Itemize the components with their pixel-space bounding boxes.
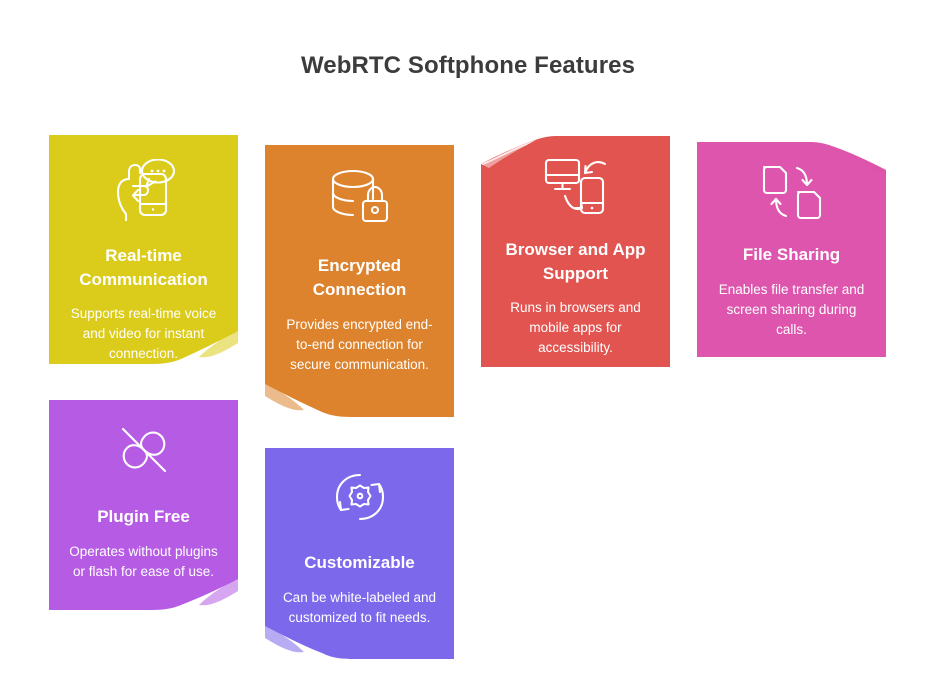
card-title: Plugin Free [97,507,190,526]
card-title: Customizable [304,553,415,572]
monitor-mobile-sync-icon [543,158,609,223]
card-title: Real-time Communication [79,246,208,290]
card-background-shape [265,145,454,417]
card-description: Runs in browsers and mobile apps for acc… [510,300,641,355]
page-title: WebRTC Softphone Features [300,52,636,79]
card-description: Enables file transfer and screen sharing… [718,282,865,337]
feature-card-customizable[interactable]: Customizable Can be white-labeled and cu… [265,448,454,659]
card-title: File Sharing [742,245,841,264]
card-title: Browser and App Support [505,240,646,284]
feature-card-encrypted-connection[interactable]: Encrypted Connection Provides encrypted … [265,145,454,417]
card-title: Encrypted Connection [312,256,407,300]
feature-card-browser-and-app-support[interactable]: Browser and App Support Runs in browsers… [481,136,670,367]
card-background-shape [49,400,238,610]
card-background-shape [697,142,886,357]
card-background-shape [49,135,238,364]
file-transfer-icon [759,164,825,227]
feature-card-plugin-free[interactable]: Plugin Free Operates without plugins or … [49,400,238,610]
card-description: Supports real-time voice and video for i… [70,306,217,361]
feature-card-file-sharing[interactable]: File Sharing Enables file transfer and s… [697,142,886,357]
gear-refresh-icon [329,468,391,531]
plugin-disabled-icon [114,420,174,485]
feature-card-real-time-communication[interactable]: Real-time Communication Supports real-ti… [49,135,238,364]
card-background-shape [481,136,670,367]
card-description: Provides encrypted end-to-end connection… [286,317,433,372]
card-description: Can be white-labeled and customized to f… [282,590,437,625]
hand-phone-chat-icon [109,158,179,226]
card-description: Operates without plugins or flash for ea… [69,544,218,579]
card-background-shape [265,448,454,659]
database-lock-icon [327,167,393,234]
